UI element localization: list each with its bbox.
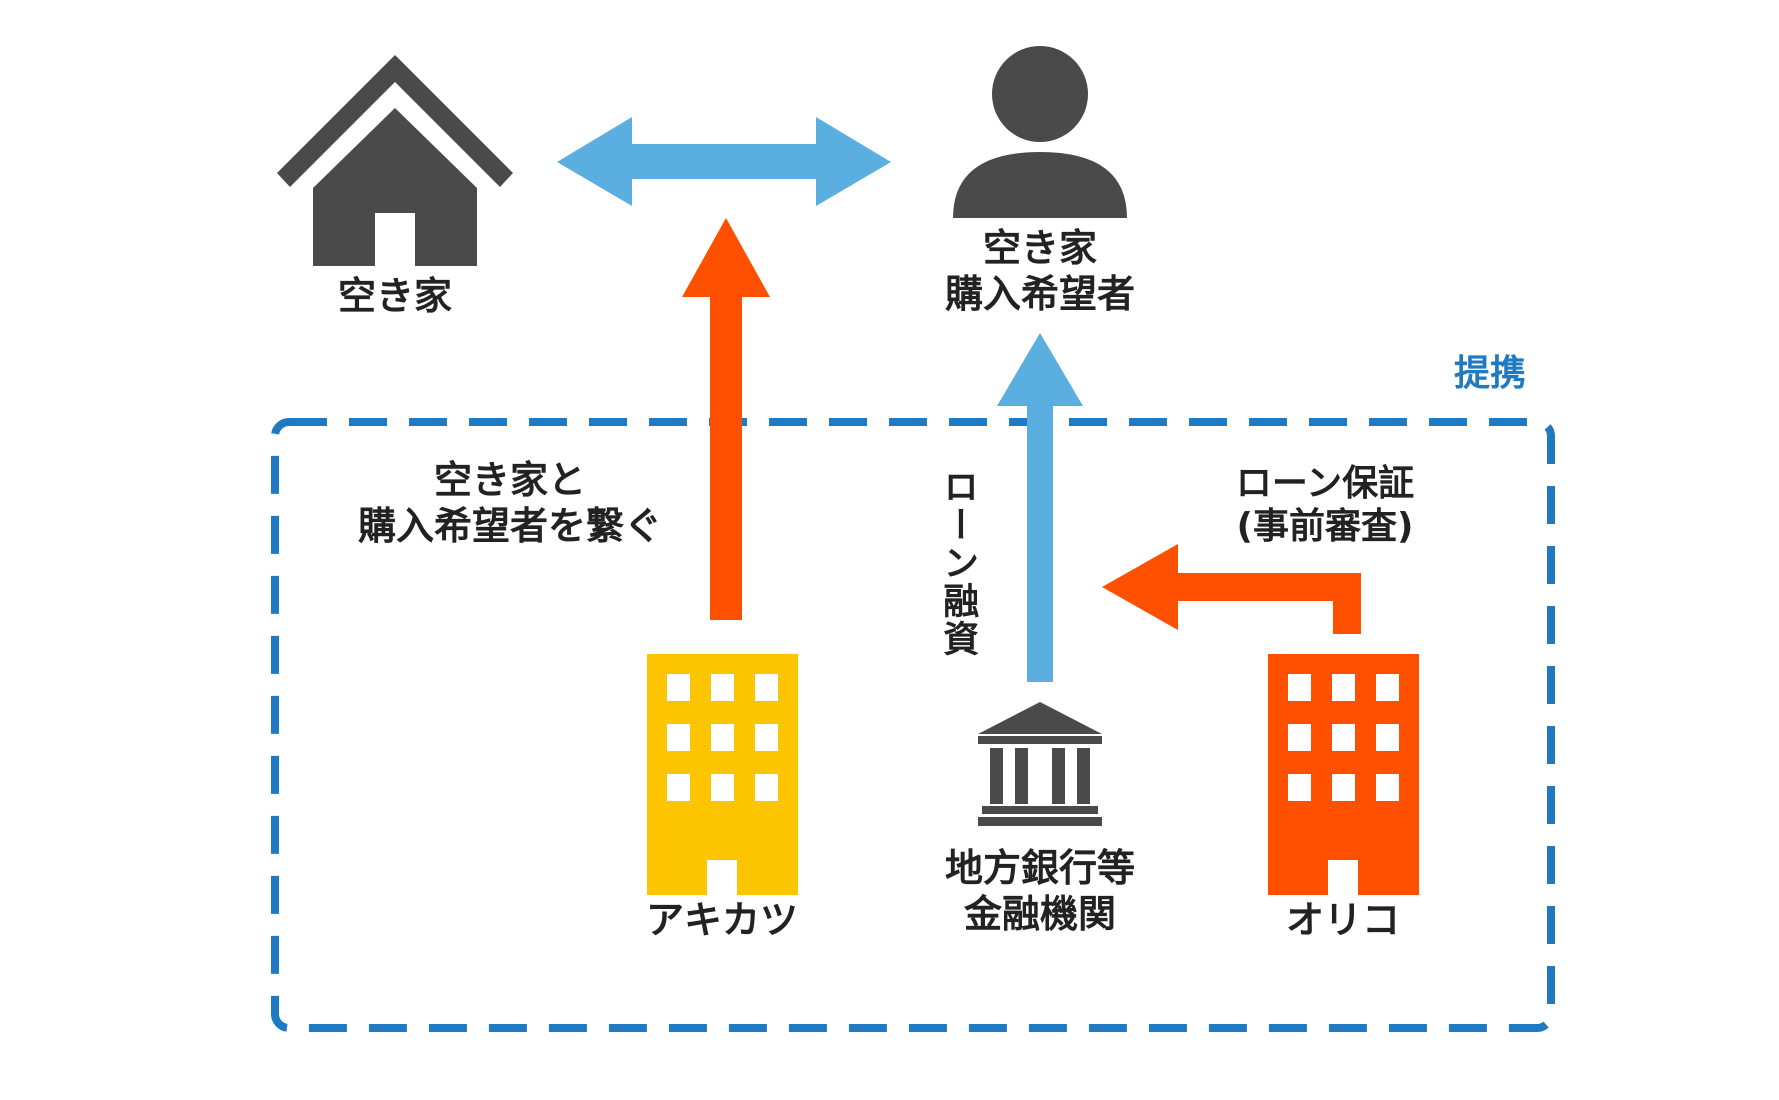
bank-label: 地方銀行等 金融機関 (915, 846, 1165, 937)
guarantee-label-line1: ローン保証 (1235, 463, 1415, 504)
person-icon (953, 46, 1127, 218)
connect-label-line1: 空き家と (433, 458, 586, 502)
house-icon (277, 55, 513, 266)
partnership-label-text: 提携 (1453, 353, 1526, 394)
guarantee-arrow (1102, 544, 1361, 634)
bank-label-line2: 金融機関 (963, 891, 1116, 936)
bank-icon (978, 702, 1102, 826)
guarantee-label-line2: (事前審査) (1236, 506, 1414, 548)
buyer-label: 空き家 購入希望者 (900, 226, 1180, 317)
akikatsu-label-text: アキカツ (645, 898, 798, 942)
orico-building-icon (1268, 654, 1419, 895)
vacant-house-label: 空き家 (295, 274, 495, 320)
orico-label: オリコ (1243, 898, 1443, 944)
connect-label-line2: 購入希望者を繋ぐ (357, 503, 662, 548)
akikatsu-label: アキカツ (612, 898, 832, 944)
loan-label-text: ローン融資 (937, 468, 979, 658)
buyer-label-line1: 空き家 (982, 226, 1097, 270)
buyer-label-line2: 購入希望者 (944, 271, 1135, 316)
akikatsu-building-icon (647, 654, 798, 895)
connect-label: 空き家と 購入希望者を繋ぐ (320, 458, 700, 549)
bank-label-line1: 地方銀行等 (944, 846, 1135, 890)
loan-arrow (997, 333, 1083, 682)
guarantee-label: ローン保証 (事前審査) (1185, 462, 1465, 548)
orico-label-text: オリコ (1285, 898, 1400, 942)
partnership-label: 提携 (1430, 352, 1550, 395)
connect-arrow (682, 218, 770, 620)
partnership-boundary (271, 418, 1555, 1032)
loan-label: ローン融資 (936, 468, 979, 658)
vacant-house-label-text: 空き家 (337, 274, 452, 318)
match-double-arrow (557, 117, 891, 206)
